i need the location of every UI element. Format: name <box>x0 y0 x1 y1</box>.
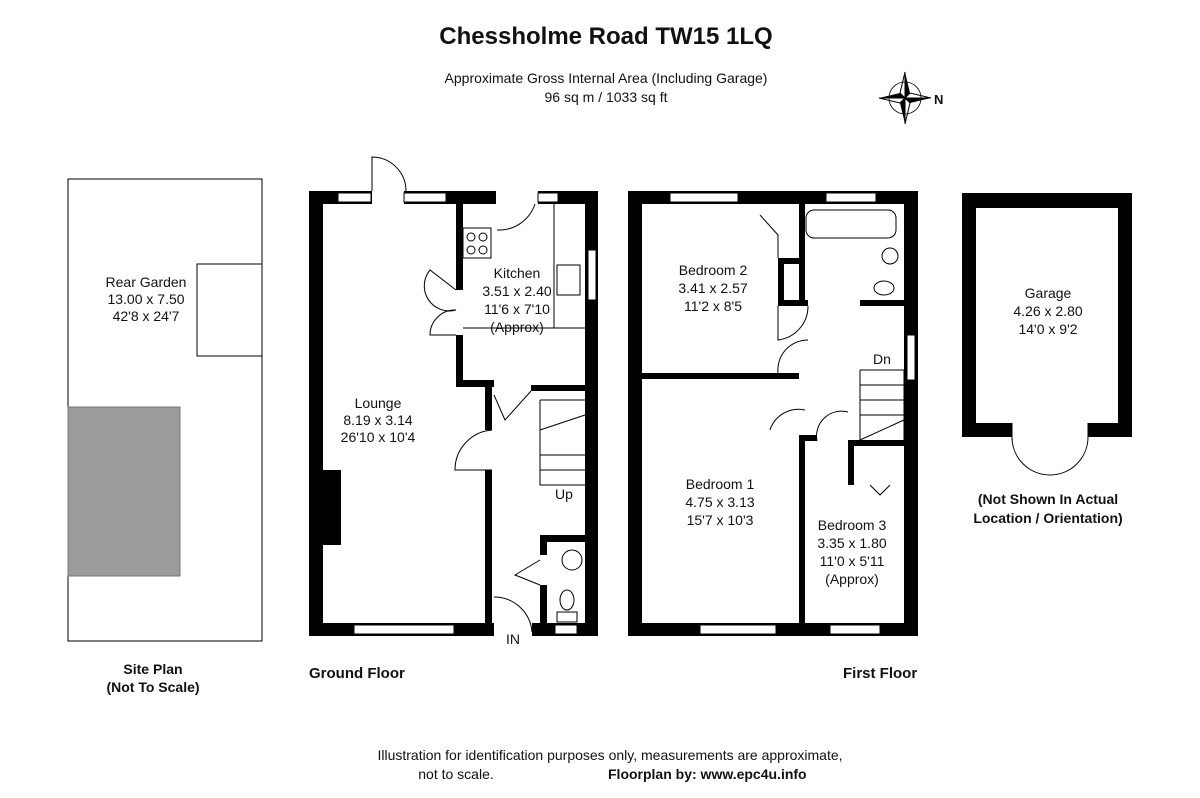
ground-floor-caption: Ground Floor <box>309 665 405 682</box>
bedroom-1-name: Bedroom 1 <box>686 476 755 492</box>
garage-caption: (Not Shown In Actual <box>978 491 1118 507</box>
stairs-down-label: Dn <box>873 351 891 367</box>
stairs-up-label: Up <box>555 486 573 502</box>
garden-name: Rear Garden <box>106 274 187 290</box>
first-floor-caption: First Floor <box>843 665 917 682</box>
bedroom-3-note: (Approx) <box>825 571 879 587</box>
lounge-imperial: 26'10 x 10'4 <box>341 429 416 445</box>
kitchen-name: Kitchen <box>494 265 541 281</box>
kitchen-note: (Approx) <box>490 319 544 335</box>
bedroom-3-metric: 3.35 x 1.80 <box>817 535 886 551</box>
kitchen-metric: 3.51 x 2.40 <box>482 283 551 299</box>
area-line-1: Approximate Gross Internal Area (Includi… <box>445 70 768 86</box>
kitchen-imperial: 11'6 x 7'10 <box>484 301 550 317</box>
site-plan: Rear Garden 13.00 x 7.50 42'8 x 24'7 Sit… <box>67 178 263 695</box>
garage-subcaption: Location / Orientation) <box>973 510 1122 526</box>
compass-north-label: N <box>934 92 943 107</box>
garden-imperial: 42'8 x 24'7 <box>113 308 180 324</box>
compass-icon <box>878 71 932 125</box>
bedroom-2-metric: 3.41 x 2.57 <box>678 280 747 296</box>
garage-name: Garage <box>1025 285 1072 301</box>
area-line-2: 96 sq m / 1033 sq ft <box>545 89 668 105</box>
bedroom-3-name: Bedroom 3 <box>818 517 887 533</box>
lounge-metric: 8.19 x 3.14 <box>343 412 412 428</box>
disclaimer-line-2: not to scale. <box>418 766 494 782</box>
bedroom-1-metric: 4.75 x 3.13 <box>685 494 754 510</box>
credit-text: Floorplan by: www.epc4u.info <box>608 766 807 782</box>
site-plan-caption: Site Plan <box>123 661 182 677</box>
bedroom-2-imperial: 11'2 x 8'5 <box>684 298 742 314</box>
garden-metric: 13.00 x 7.50 <box>107 291 184 307</box>
bedroom-2-name: Bedroom 2 <box>679 262 748 278</box>
garage-plan: Garage 4.26 x 2.80 14'0 x 9'2 (Not Shown… <box>962 193 1132 526</box>
lounge-name: Lounge <box>355 395 402 411</box>
page-title: Chessholme Road TW15 1LQ <box>439 23 772 50</box>
ground-floor-plan: Lounge 8.19 x 3.14 26'10 x 10'4 Kitchen … <box>309 156 598 682</box>
garage-imperial: 14'0 x 9'2 <box>1018 321 1077 337</box>
entry-label: IN <box>506 631 520 647</box>
bedroom-1-imperial: 15'7 x 10'3 <box>687 512 754 528</box>
site-plan-subcaption: (Not To Scale) <box>106 679 199 695</box>
first-floor-plan: Bedroom 2 3.41 x 2.57 11'2 x 8'5 Bedroom… <box>628 191 918 682</box>
garage-metric: 4.26 x 2.80 <box>1013 303 1082 319</box>
bedroom-3-imperial: 11'0 x 5'11 <box>820 553 885 569</box>
disclaimer-line-1: Illustration for identification purposes… <box>377 747 842 763</box>
